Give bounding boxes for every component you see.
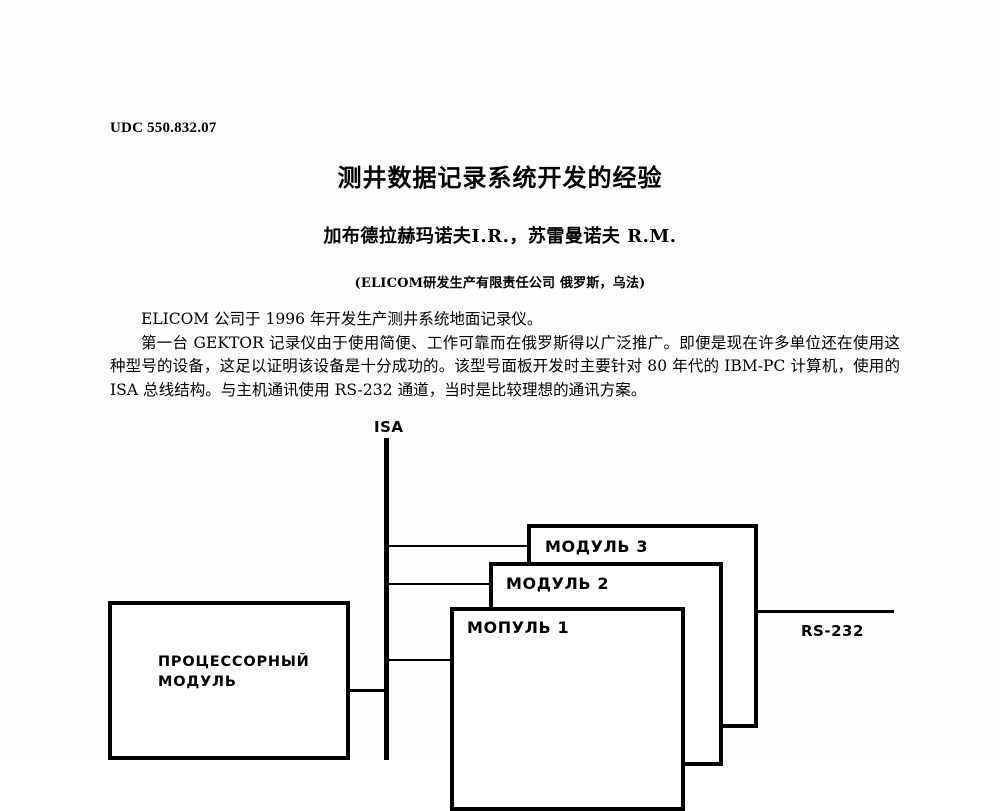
- connector-processor-to-bus: [348, 689, 388, 692]
- paragraph-2: 第一台 GEKTOR 记录仪由于使用简便、工作可靠而在俄罗斯得以广泛推广。即便是…: [110, 333, 900, 399]
- module-box-3: [527, 524, 758, 728]
- processor-module-label-line1: ПРОЦЕССОРНЫЙ: [158, 654, 310, 670]
- module-label-2: МОДУЛЬ 2: [506, 574, 610, 593]
- module-label-3: МОДУЛЬ 3: [545, 537, 649, 556]
- processor-module-label: ПРОЦЕССОРНЫЙ МОДУЛЬ: [158, 652, 310, 692]
- connector-bus-to-module-1: [389, 659, 452, 661]
- affiliation-line: (ELICOM研发生产有限责任公司 俄罗斯，乌法): [354, 276, 646, 291]
- scanned-page: UDC 550.832.07 测井数据记录系统开发的经验 加布德拉赫玛诺夫I.R…: [108, 120, 900, 811]
- udc-classification-code: UDC 550.832.07: [110, 120, 217, 136]
- connector-bus-to-module-2: [389, 583, 491, 585]
- author-line: 加布德拉赫玛诺夫I.R.，苏雷曼诺夫 R.M.: [323, 226, 677, 247]
- processor-module-label-line2: МОДУЛЬ: [158, 674, 237, 690]
- rs232-label: RS-232: [801, 622, 864, 640]
- page-title: 测井数据记录系统开发的经验: [337, 164, 663, 192]
- module-label-1: МОПУЛЬ 1: [467, 618, 570, 637]
- isa-bus-label: ISA: [374, 418, 404, 436]
- module-box-2: [489, 562, 723, 766]
- module-box-1: [450, 607, 685, 811]
- processor-module-box: [108, 601, 350, 760]
- isa-bus-line: [384, 438, 389, 760]
- rs232-connector-line: [757, 610, 894, 613]
- body-text: ELICOM 公司于 1996 年开发生产测井系统地面记录仪。 第一台 GEKT…: [110, 308, 900, 402]
- connector-bus-to-module-3: [389, 545, 529, 547]
- paragraph-1: ELICOM 公司于 1996 年开发生产测井系统地面记录仪。: [141, 310, 543, 328]
